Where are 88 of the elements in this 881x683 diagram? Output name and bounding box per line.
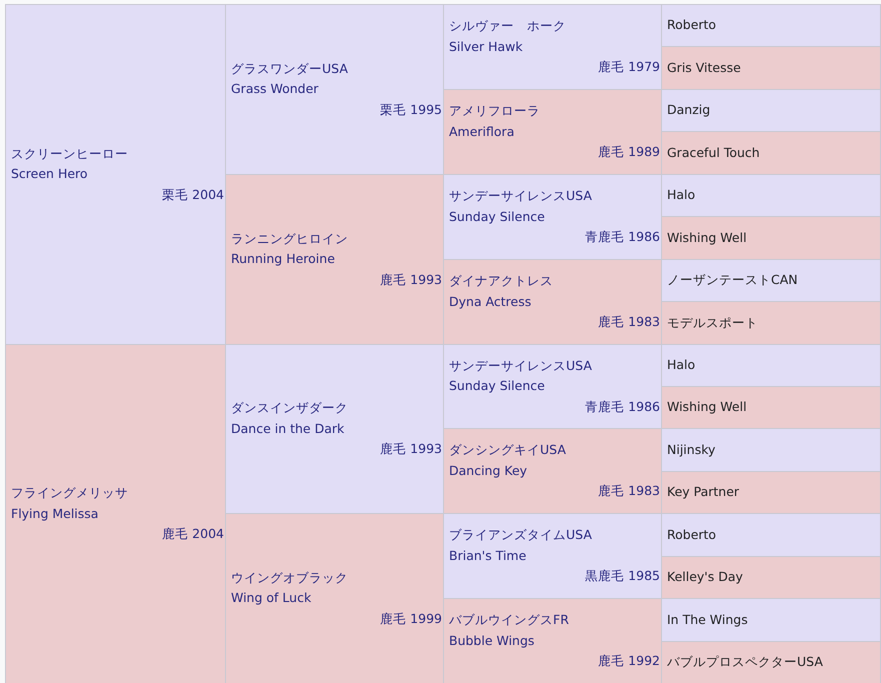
coat-and-year: 青鹿毛 1986 [585,398,660,416]
horse-name: Nijinsky [667,440,716,459]
pedigree-cell [5,4,226,345]
japanese-name: アメリフローラ [449,102,540,120]
pedigree-cell [661,428,881,472]
coat-and-year: 栗毛 2004 [162,186,224,204]
pedigree-cell [661,174,881,217]
horse-name: Key Partner [667,483,740,502]
pedigree-cell [661,46,881,90]
pedigree-cell [443,428,662,514]
pedigree-cell [661,386,881,429]
pedigree-cell [443,259,662,345]
pedigree-cell [5,344,226,683]
coat-and-year: 鹿毛 1983 [598,313,660,332]
japanese-name: グラスワンダーUSA [231,60,348,78]
pedigree-cell [661,216,881,260]
horse-name: Halo [667,186,696,204]
pedigree-cell [225,174,444,345]
coat-and-year: 鹿毛 1993 [380,440,442,458]
coat-and-year: 黒鹿毛 1985 [585,567,660,586]
horse-name: ノーザンテーストCAN [667,271,798,290]
coat-and-year: 鹿毛 1999 [380,610,442,628]
pedigree-cell [661,131,881,175]
english-name: Running Heroine [231,250,335,268]
japanese-name: スクリーンヒーロー [11,144,128,163]
japanese-name: ブライアンズタイムUSA [449,526,592,544]
english-name: Dance in the Dark [231,420,344,438]
horse-name: Graceful Touch [667,144,760,162]
pedigree-cell [225,344,444,514]
japanese-name: サンデーサイレンスUSA [449,187,592,206]
japanese-name: ダイナアクトレス [449,272,553,290]
horse-name: Roberto [667,526,716,544]
coat-and-year: 栗毛 1995 [380,100,442,119]
english-name: Sunday Silence [449,208,545,226]
pedigree-cell [443,89,662,175]
english-name: Silver Hawk [449,38,523,56]
japanese-name: ダンシングキイUSA [449,441,566,460]
pedigree-cell [443,4,662,90]
pedigree-cell [225,4,444,175]
horse-name: バブルプロスペクターUSA [667,653,823,672]
horse-name: Wishing Well [667,398,747,416]
english-name: Wing of Luck [231,589,312,608]
pedigree-cell [661,641,881,683]
pedigree-cell [661,556,881,599]
coat-and-year: 鹿毛 2004 [162,525,224,544]
english-name: Dyna Actress [449,292,532,311]
pedigree-cell [661,471,881,514]
pedigree-cell [443,513,662,599]
english-name: Grass Wonder [231,80,318,98]
horse-name: Gris Vitesse [667,58,741,77]
horse-name: Halo [667,356,696,374]
pedigree-cell [661,344,881,387]
english-name: Brian's Time [449,546,526,565]
coat-and-year: 鹿毛 1983 [598,482,660,500]
pedigree-cell [661,89,881,132]
english-name: Sunday Silence [449,377,545,396]
pedigree-cell [661,259,881,302]
english-name: Ameriflora [449,122,514,141]
coat-and-year: 鹿毛 1989 [598,143,660,162]
japanese-name: ランニングヒロイン [231,230,348,248]
pedigree-cell [661,598,881,642]
coat-and-year: 鹿毛 1979 [598,58,660,76]
pedigree-cell [225,513,444,683]
horse-name: In The Wings [667,610,748,629]
japanese-name: フライングメリッサ [11,484,128,502]
coat-and-year: 鹿毛 1993 [380,270,442,289]
coat-and-year: 青鹿毛 1986 [585,228,660,246]
pedigree-cell [443,598,662,683]
pedigree-cell [443,344,662,429]
japanese-name: シルヴァー ホーク [449,17,566,36]
pedigree-cell [661,4,881,47]
horse-name: Danzig [667,101,710,120]
english-name: Flying Melissa [11,504,98,523]
english-name: Bubble Wings [449,632,534,650]
horse-name: モデルスポート [667,314,758,332]
horse-name: Roberto [667,16,716,34]
japanese-name: ウイングオブラック [231,568,348,587]
horse-name: Wishing Well [667,228,747,247]
japanese-name: バブルウイングスFR [449,611,569,630]
coat-and-year: 鹿毛 1992 [598,652,660,670]
english-name: Dancing Key [449,462,528,480]
japanese-name: ダンスインザダーク [231,399,348,418]
horse-name: Kelley's Day [667,568,743,586]
english-name: Screen Hero [11,165,88,184]
japanese-name: サンデーサイレンスUSA [449,356,592,375]
pedigree-cell [661,301,881,345]
pedigree-cell [443,174,662,260]
pedigree-cell [661,513,881,557]
